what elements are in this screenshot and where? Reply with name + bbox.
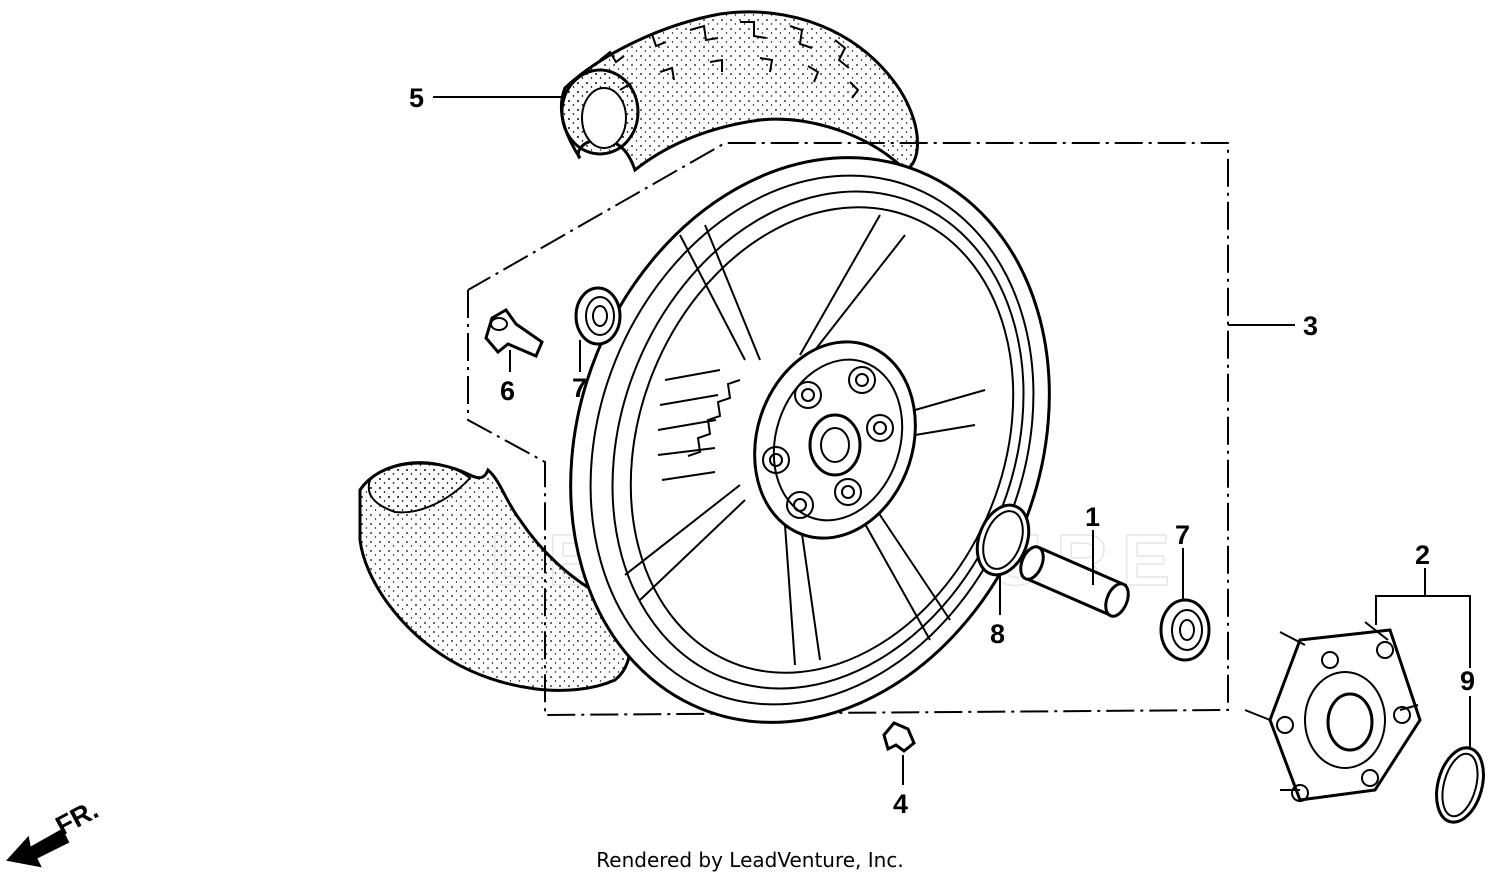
air-valve-part — [484, 308, 544, 358]
balance-weight-part — [882, 721, 916, 753]
o-ring-flange-part — [1435, 746, 1485, 824]
leader-lines — [433, 96, 1471, 785]
front-direction-arrow-icon — [6, 828, 70, 868]
callout-8: 8 — [990, 619, 1005, 649]
distance-collar-part — [1019, 545, 1130, 618]
callout-2: 2 — [1415, 540, 1430, 570]
callout-9: 9 — [1460, 666, 1475, 696]
o-ring-part — [975, 503, 1031, 577]
callout-6: 6 — [500, 376, 515, 406]
callout-5: 5 — [409, 83, 424, 113]
bearing-left-part — [574, 286, 622, 346]
bearing-right-part — [1159, 598, 1211, 662]
callout-3: 3 — [1303, 311, 1318, 341]
callout-7-left: 7 — [572, 373, 587, 403]
render-credit: Rendered by LeadVenture, Inc. — [596, 848, 904, 872]
wheel-rim-part — [569, 156, 1051, 724]
callout-7-right: 7 — [1175, 520, 1190, 550]
driven-flange-part — [1244, 621, 1422, 802]
assembly-bracket — [467, 142, 1229, 717]
callout-1: 1 — [1085, 502, 1100, 532]
callout-4: 4 — [893, 789, 908, 819]
